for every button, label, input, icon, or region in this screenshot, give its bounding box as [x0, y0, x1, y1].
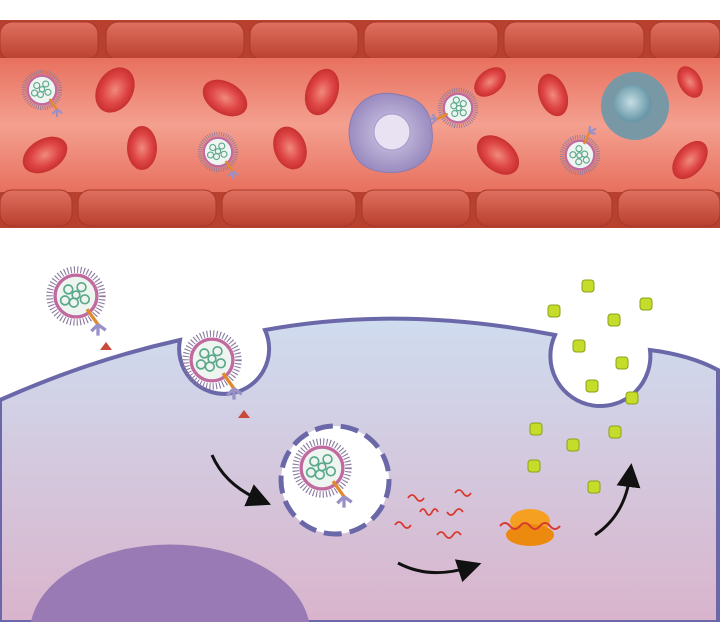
target-cell: [0, 316, 720, 622]
monocyte: [601, 72, 669, 140]
process-arrows: [210, 454, 641, 583]
secreted-proteins: [527, 279, 653, 494]
arrow-release: [397, 559, 482, 583]
blood-vessel: [0, 20, 720, 228]
vessel-wall-bottom: [0, 189, 720, 227]
arrow-secretion: [594, 463, 641, 537]
leukocyte: [348, 92, 433, 174]
red-blood-cells: [22, 66, 708, 180]
nanoparticles-uptake: [50, 270, 352, 508]
nucleus: [31, 544, 309, 622]
ribosome: [499, 509, 561, 546]
sirna-strands: [394, 489, 472, 539]
arrow-endocytosis: [210, 454, 272, 507]
vessel-wall-top: [0, 21, 720, 61]
